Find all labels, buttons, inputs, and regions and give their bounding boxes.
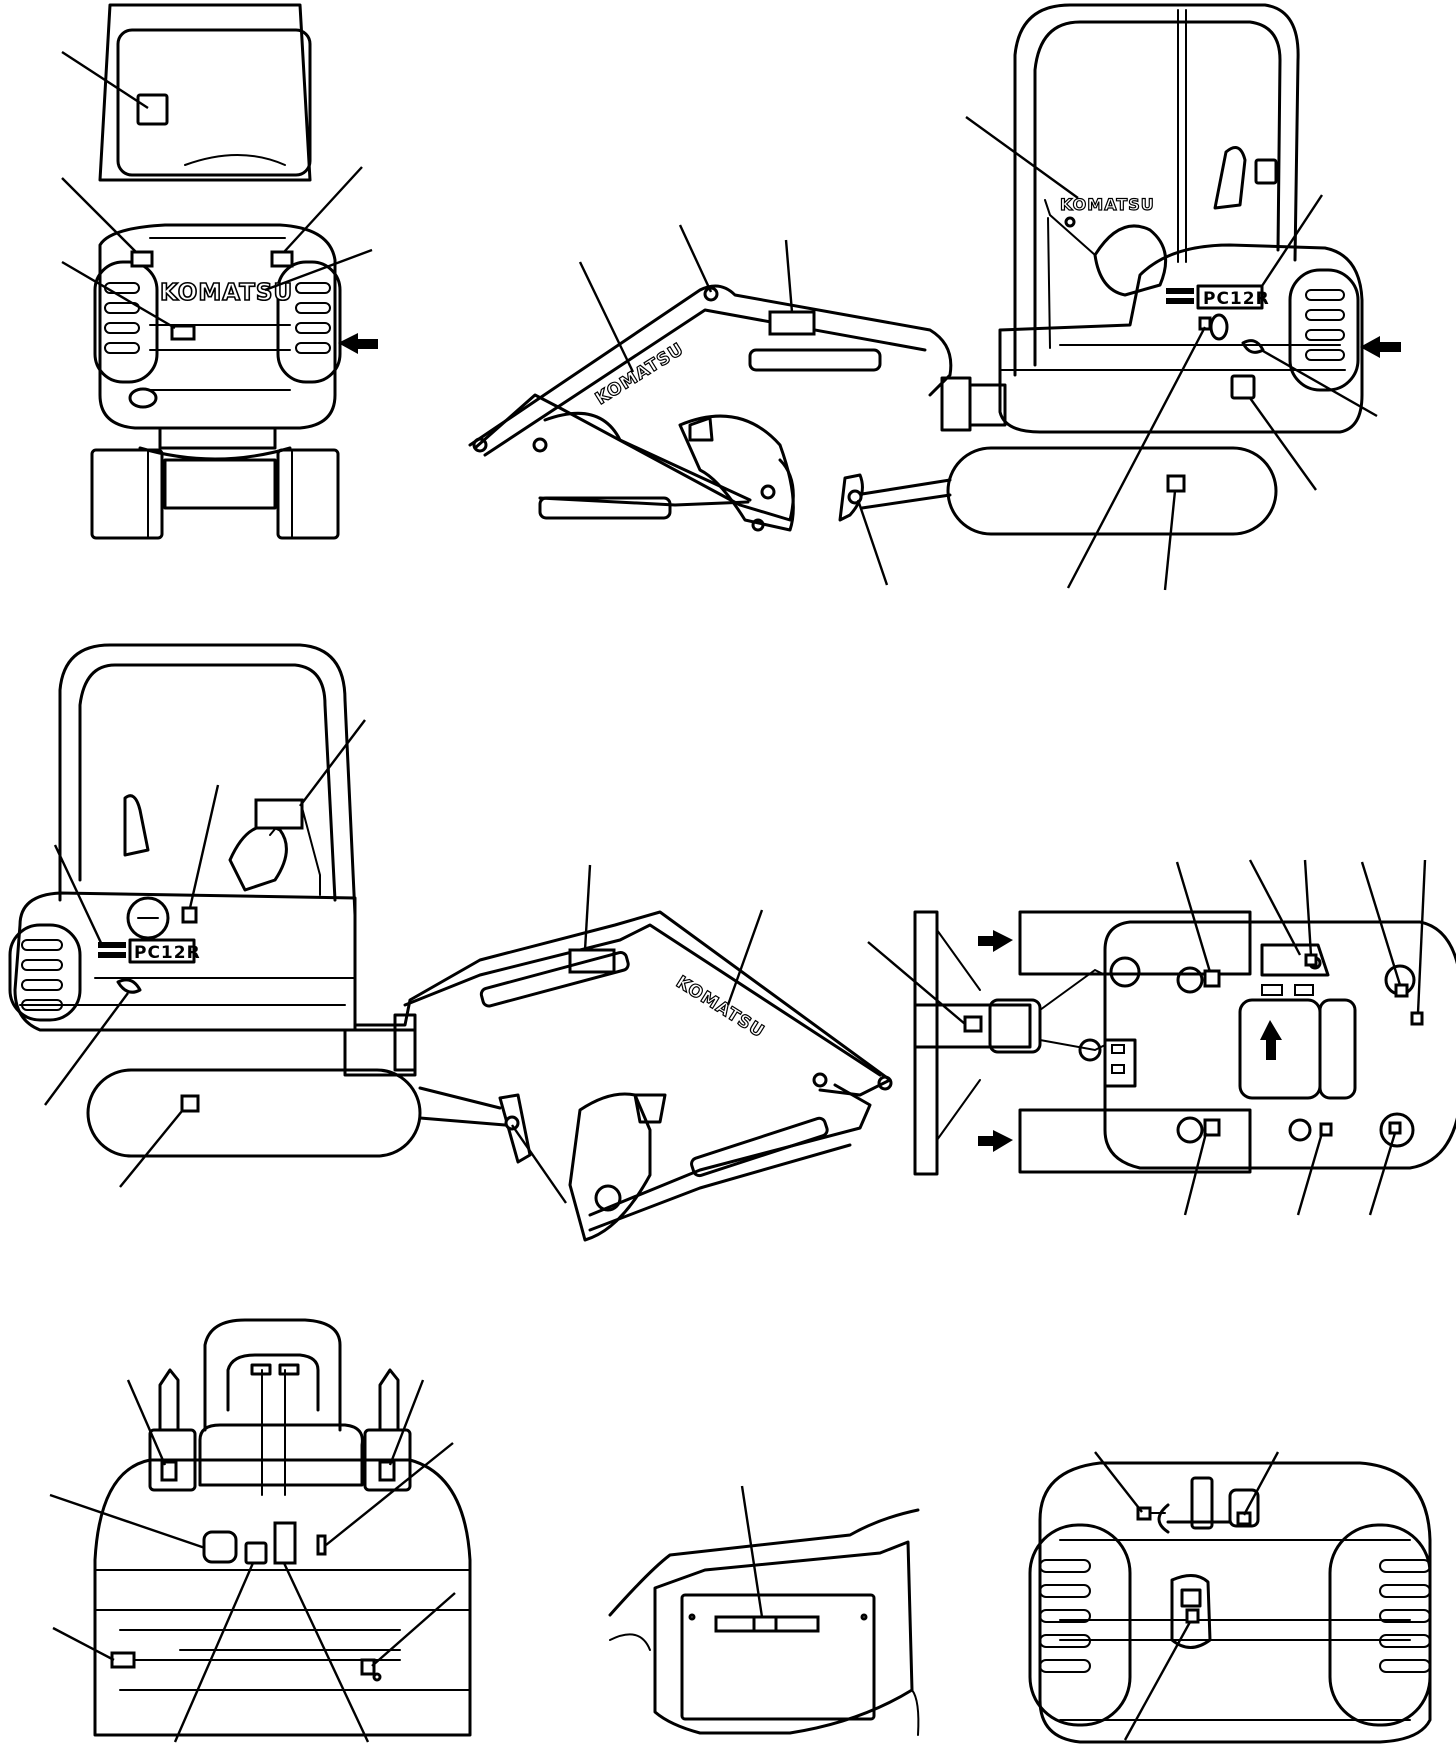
tool-box-detail-view: [608, 1485, 920, 1736]
komatsu-logo: KOMATSU: [160, 280, 293, 306]
cab-logo: KOMATSU: [1060, 195, 1155, 214]
view-arrow-icon-plan: [1260, 1020, 1282, 1060]
rear-elevation-view: KOMATSU: [61, 3, 378, 540]
decal-label-toolbox-b: [752, 1615, 778, 1633]
decal-label-toolbox-c: [774, 1615, 820, 1633]
model-name-text: PC12R: [1203, 289, 1270, 309]
decal-label-track-right: [1166, 474, 1186, 493]
decal-label-station-small: [244, 1541, 268, 1565]
model-name-text-left: PC12R: [134, 943, 201, 963]
decal-label-station-lower-left: [110, 1651, 136, 1669]
decal-label-toolbox-a: [714, 1615, 756, 1633]
right-elevation-view: PC12R KOMATSU KOMATSU: [468, 3, 1401, 591]
operator-station-view: [49, 1318, 472, 1743]
decal-label-cover-center: [1185, 1608, 1200, 1624]
decal-label-canopy-left: [254, 798, 304, 830]
decal-label-plan-lever-left-rear: [1203, 1118, 1221, 1137]
track-arrow-icon-bottom: [978, 1130, 1013, 1152]
decal-label-track-left: [180, 1094, 200, 1113]
decal-label-plan-console-a: [1304, 953, 1318, 967]
decal-label-plan-rear-b: [1410, 1011, 1424, 1026]
decal-label-station-lever-right: [378, 1460, 396, 1482]
decal-label-station-lower-right: [360, 1658, 376, 1676]
decal-label-rear-center: [170, 324, 196, 341]
rear-cover-view: [1028, 1451, 1432, 1744]
decal-label-rear-left: [130, 250, 154, 268]
decal-label-boom: [768, 310, 816, 336]
decal-label-rear-right: [270, 250, 294, 268]
decal-label-cab-window: [136, 93, 169, 126]
left-elevation-view: PC12R KOMATSU: [8, 643, 893, 1242]
top-plan-view: [867, 859, 1456, 1216]
decal-label-console-left: [181, 906, 198, 924]
decal-label-station-slot: [316, 1534, 327, 1556]
decal-label-body-right: [1230, 374, 1256, 400]
decal-label-plan-boom: [963, 1015, 983, 1033]
track-arrow-icon-top: [978, 930, 1013, 952]
decal-label-station-round: [202, 1530, 238, 1564]
decal-label-station-tall: [273, 1521, 297, 1565]
decal-label-cab-right: [1254, 158, 1278, 185]
view-direction-arrow-icon: [338, 333, 378, 354]
view-direction-arrow-icon-right: [1360, 336, 1401, 358]
decal-label-plan-lever-left-front: [1203, 969, 1221, 988]
decal-label-station-lever-left: [160, 1460, 178, 1482]
boom-logo-left: KOMATSU: [672, 972, 768, 1042]
decal-label-plan-rear-a: [1394, 983, 1409, 998]
decal-label-plan-console-b: [1319, 1122, 1333, 1137]
decal-label-plan-rear-c: [1388, 1121, 1402, 1135]
